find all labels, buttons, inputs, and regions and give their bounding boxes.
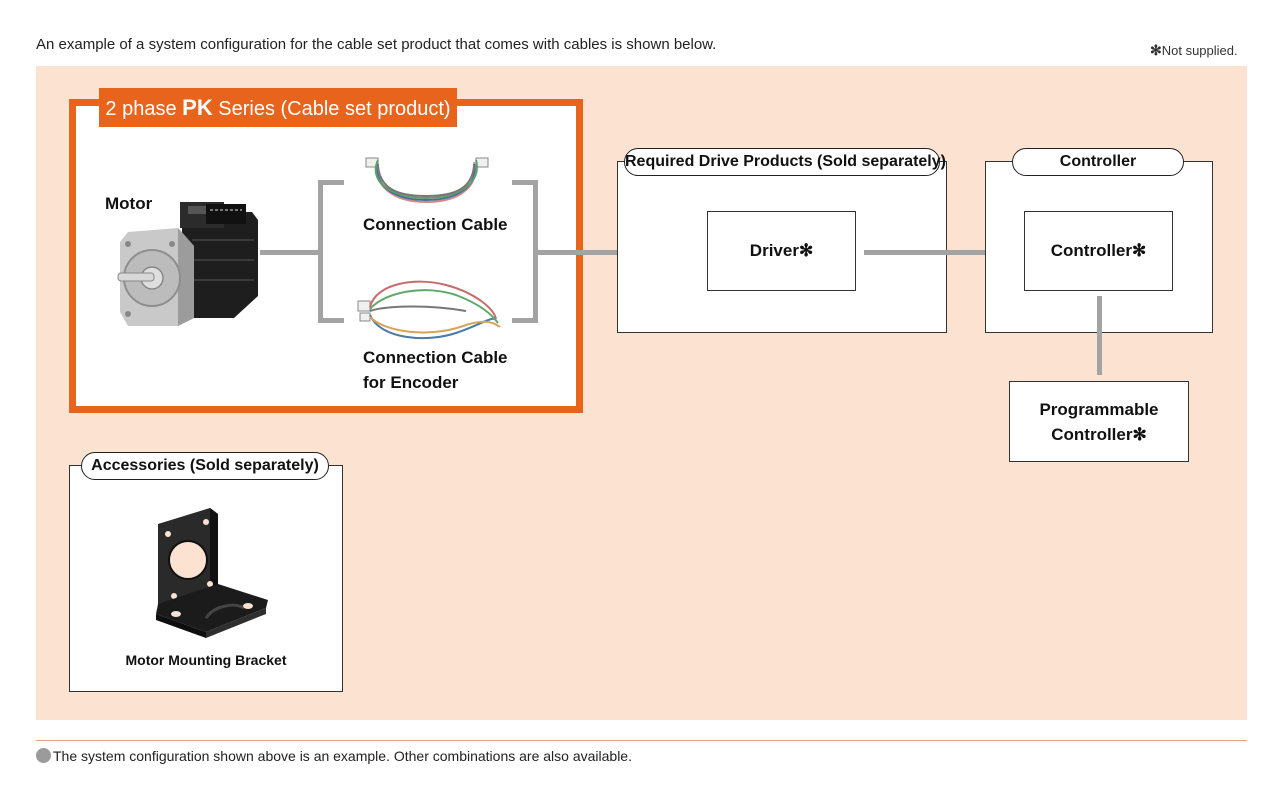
drive-products-title: Required Drive Products (Sold separately… (624, 148, 946, 176)
intro-text: An example of a system configuration for… (36, 36, 717, 53)
left-bracket (318, 180, 323, 323)
right-bracket (533, 180, 538, 323)
bracket-label: Motor Mounting Bracket (125, 652, 287, 668)
right-bracket-top (512, 180, 538, 185)
plc-label-line2: Controller✻ (1051, 424, 1147, 444)
left-bracket-top (318, 180, 344, 185)
plc-label-line1: Programmable (1039, 399, 1159, 419)
motor-label: Motor (105, 194, 153, 213)
motor-connector-line (260, 250, 320, 255)
series-title: 2 phase PK Series (Cable set product) (99, 88, 457, 127)
series-prefix: 2 phase (105, 98, 183, 120)
footer-text: The system configuration shown above is … (53, 748, 632, 764)
asterisk-mark: ✻ (1150, 42, 1162, 58)
encoder-cable-label: Connection Cable for Encoder (363, 345, 508, 395)
footer-note: The system configuration shown above is … (36, 748, 632, 764)
left-bracket-bottom (318, 318, 344, 323)
accessories-title: Accessories (Sold separately) (81, 452, 329, 480)
connection-cable-label: Connection Cable (363, 215, 508, 234)
right-bracket-bottom (512, 318, 538, 323)
not-supplied-text: Not supplied. (1161, 43, 1238, 58)
controller-box: Controller✻ (1024, 211, 1173, 291)
mounting-bracket-image (156, 508, 268, 638)
encoder-cable-image (357, 280, 501, 340)
footer-divider (36, 740, 1247, 741)
bullet-icon (36, 748, 51, 763)
not-supplied-note: ✻Not supplied. (1150, 42, 1238, 59)
driver-controller-line (864, 250, 1025, 255)
series-name: PK (182, 95, 213, 120)
encoder-cable-label-line1: Connection Cable (363, 348, 508, 367)
encoder-cable-label-line2: for Encoder (363, 373, 459, 392)
series-suffix: Series (Cable set product) (212, 98, 451, 120)
driver-box: Driver✻ (707, 211, 856, 291)
stepper-motor-image (117, 202, 258, 326)
programmable-controller-box: Programmable Controller✻ (1009, 381, 1189, 462)
controller-plc-line (1097, 296, 1102, 375)
controller-group-title: Controller (1012, 148, 1184, 176)
cable-image (365, 157, 489, 204)
